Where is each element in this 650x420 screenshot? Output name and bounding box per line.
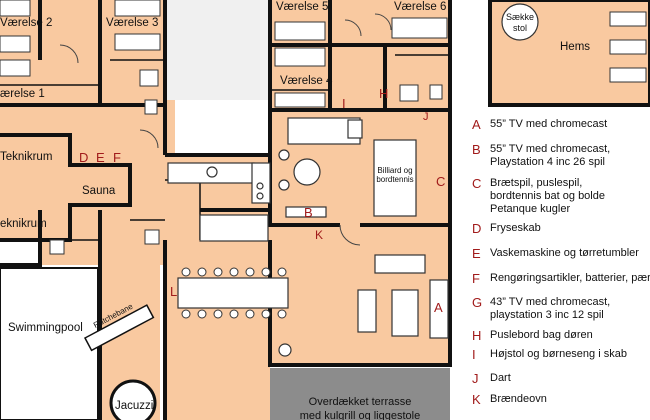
marker-k: K bbox=[315, 228, 324, 242]
legend-text: Rengøringsartikler, batterier, pære bbox=[490, 272, 650, 284]
marker-l: L bbox=[170, 284, 178, 299]
legend-text: Vaskemaskine og tørretumbler bbox=[490, 247, 639, 259]
teknikrum-label: Teknikrum bbox=[0, 151, 53, 163]
swimmingpool-label: Swimmingpool bbox=[8, 322, 83, 334]
legend-text: Dart bbox=[490, 372, 511, 384]
legend-text: Brætspil, puslespil, bordtennis bat og b… bbox=[490, 177, 605, 215]
legend-text: Puslebord bag døren bbox=[490, 329, 593, 341]
legend-text: 55” TV med chromecast bbox=[490, 118, 608, 130]
legend-key: D bbox=[472, 221, 482, 236]
legend-key: K bbox=[472, 392, 481, 407]
room-2-label: Værelse 2 bbox=[0, 17, 53, 29]
bean-bag-label: Sække stol bbox=[505, 12, 534, 33]
marker-a: A bbox=[434, 300, 443, 315]
legend-text: 43” TV med chromecast, playstation 3 inc… bbox=[490, 296, 611, 321]
room-4-label: Værelse 4 bbox=[280, 75, 333, 87]
legend-key: J bbox=[472, 371, 479, 386]
teknikrum-2-label: eknikrum bbox=[0, 218, 47, 230]
terrace-area bbox=[270, 368, 450, 420]
room-3-label: Værelse 3 bbox=[106, 17, 159, 29]
sauna-label: Sauna bbox=[82, 185, 116, 197]
legend-key: C bbox=[472, 176, 482, 191]
marker-h: H bbox=[379, 86, 389, 101]
room-5-label: Værelse 5 bbox=[276, 1, 329, 13]
pool-outline bbox=[0, 267, 99, 420]
legend-key: I bbox=[472, 347, 476, 362]
legend-key: E bbox=[472, 246, 481, 261]
marker-d: D bbox=[79, 150, 89, 165]
marker-b: B bbox=[304, 205, 313, 220]
legend-key: H bbox=[472, 328, 482, 343]
jacuzzi-label: Jacuzzi bbox=[115, 400, 154, 412]
legend-key: G bbox=[472, 295, 483, 310]
legend-text: Brændeovn bbox=[490, 393, 547, 405]
room-1-label: ærelse 1 bbox=[0, 88, 45, 100]
marker-f: F bbox=[113, 150, 121, 165]
legend-text: Fryseskab bbox=[490, 222, 541, 234]
marker-e: E bbox=[96, 150, 105, 165]
marker-c: C bbox=[436, 174, 446, 189]
terrace-label-2: med kulgrill og liggestole bbox=[299, 410, 421, 420]
legend-text: Højstol og børneseng i skab bbox=[490, 348, 627, 360]
legend-key: A bbox=[472, 117, 481, 132]
marker-i: I bbox=[342, 96, 346, 111]
room-6-label: Værelse 6 bbox=[394, 1, 447, 13]
legend-key: B bbox=[472, 142, 481, 157]
legend-key: F bbox=[472, 271, 480, 286]
marker-j: J bbox=[423, 111, 429, 123]
terrace-label-1: Overdækket terrasse bbox=[308, 396, 412, 408]
billiard-label: Billiard og bordtennis bbox=[376, 166, 414, 184]
hems-label: Hems bbox=[560, 41, 591, 53]
legend-text: 55” TV med chromecast, Playstation 4 inc… bbox=[490, 143, 611, 168]
